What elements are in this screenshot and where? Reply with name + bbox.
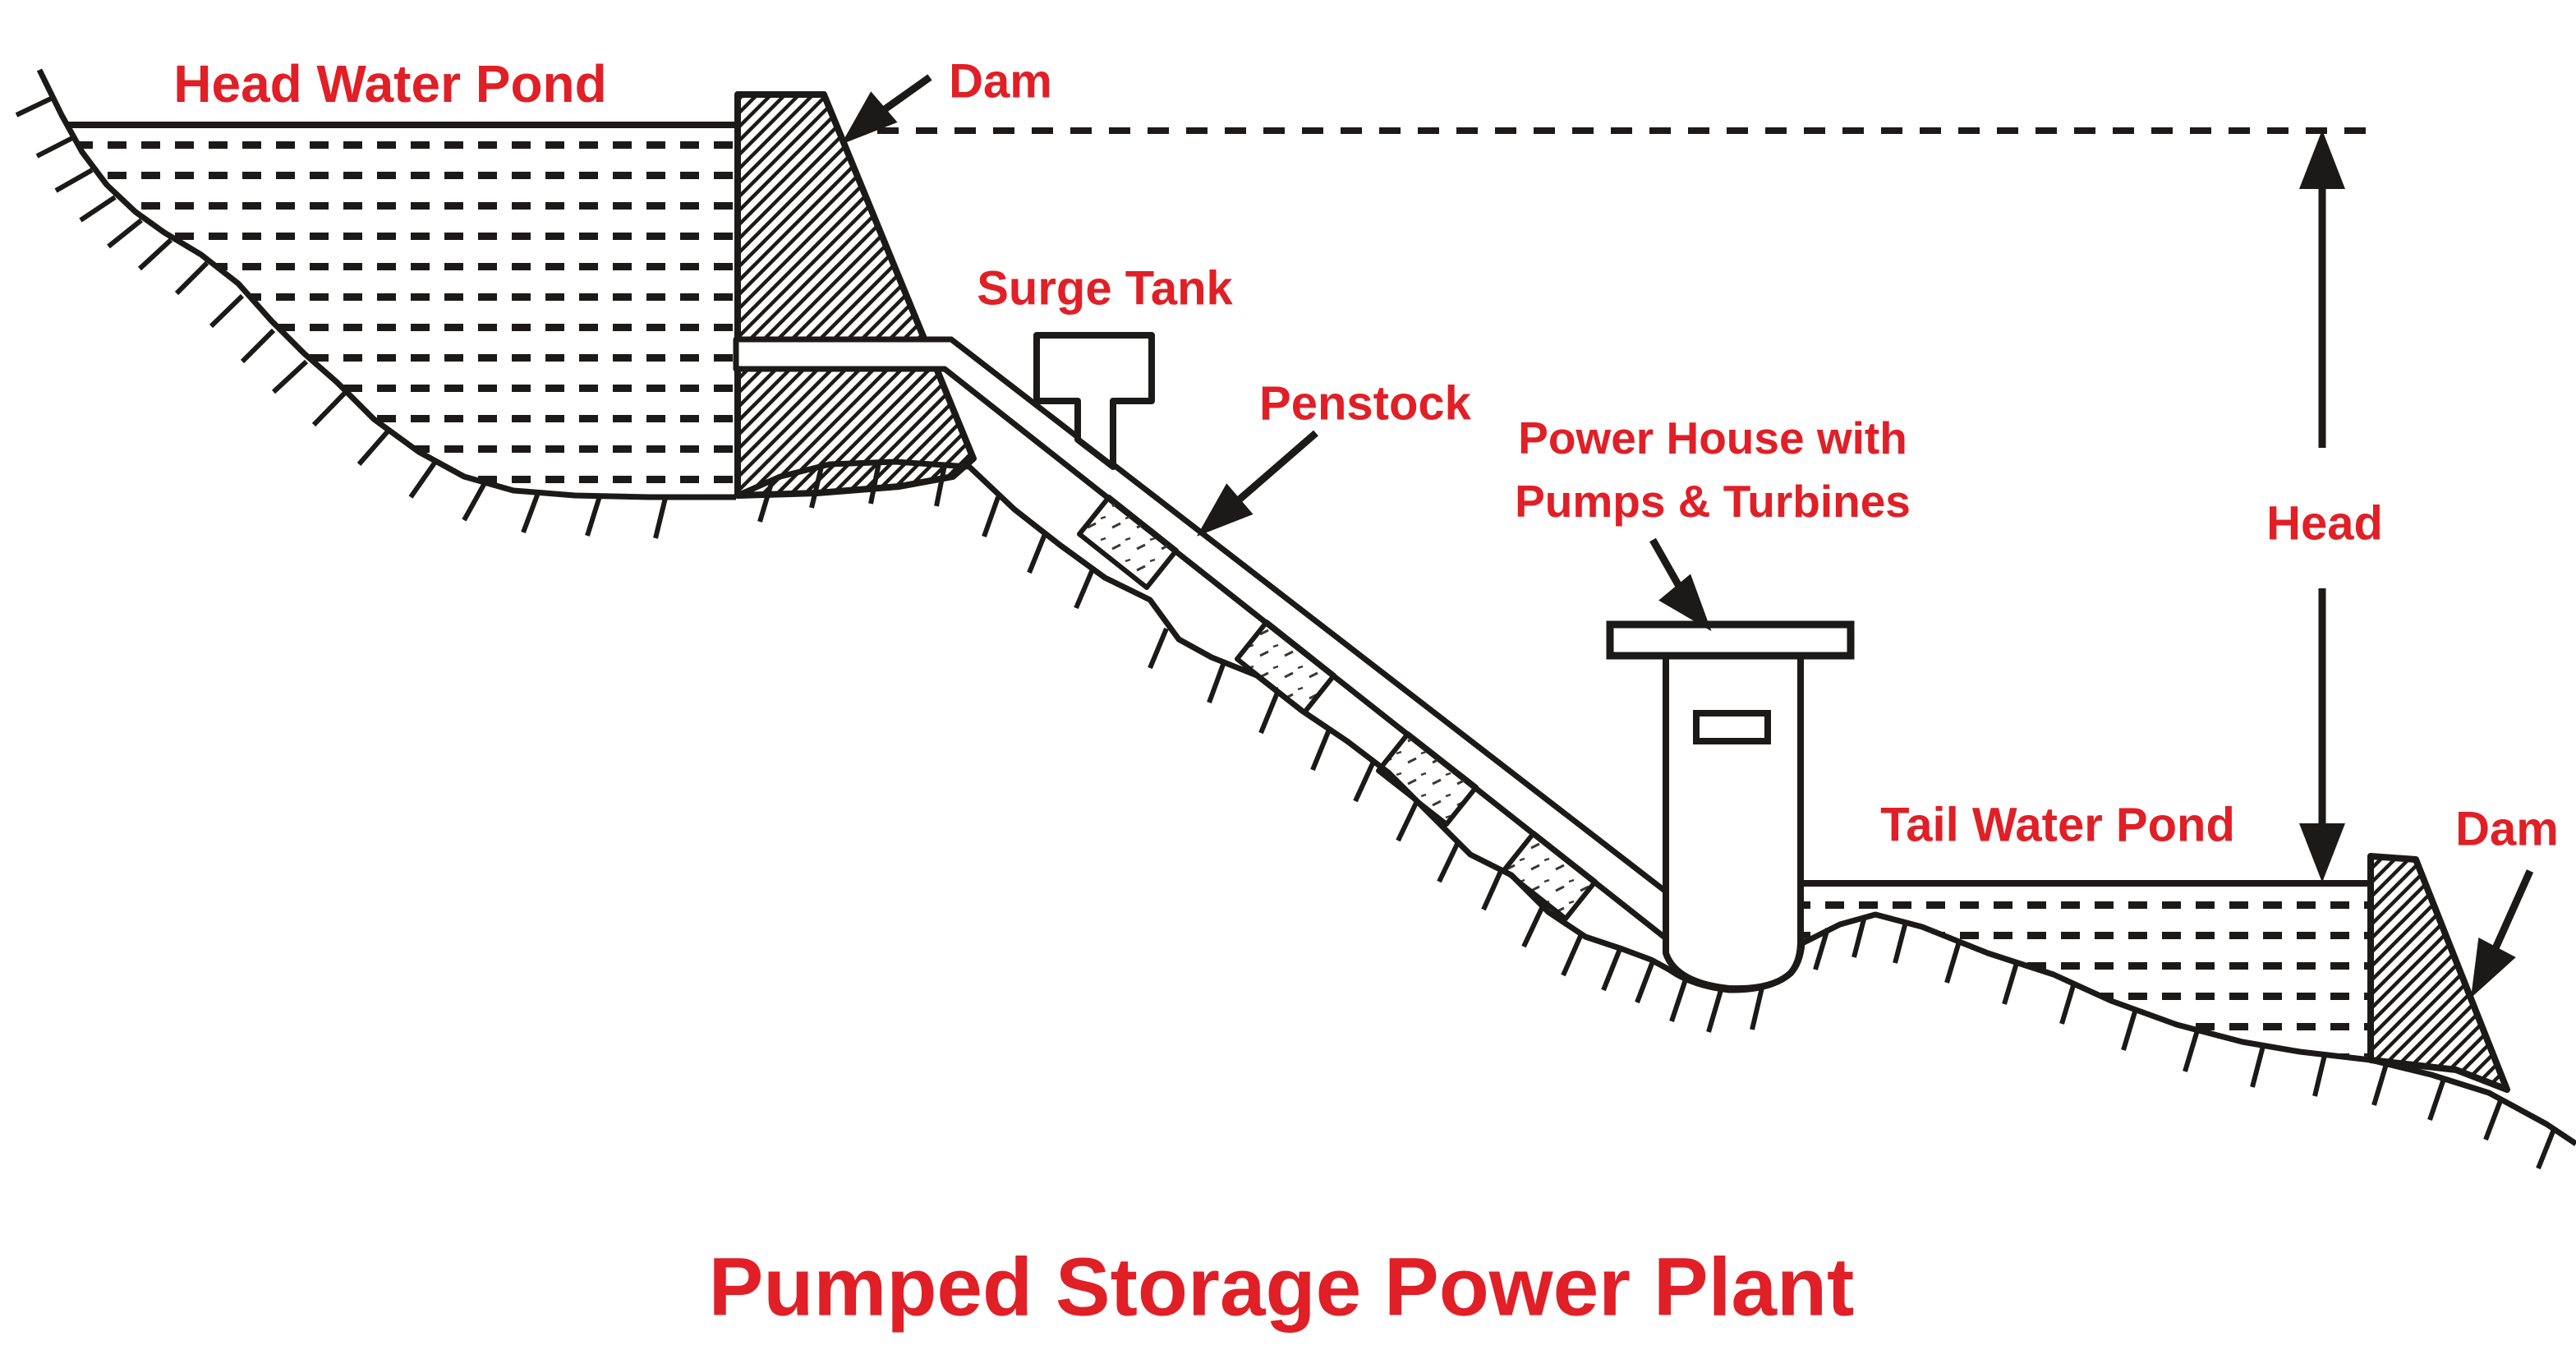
label-surge-tank: Surge Tank [977, 261, 1233, 316]
slope-hatch-ticks [757, 462, 1764, 1033]
label-head-water-pond: Head Water Pond [173, 54, 607, 114]
dam-right-body [2367, 853, 2510, 1093]
label-dam-right: Dam [2455, 802, 2559, 856]
anchor-block [1376, 731, 1479, 827]
power-house-window [1693, 710, 1771, 744]
head-arrowhead-up-icon [2299, 130, 2345, 189]
power-house-arrowhead-icon [1658, 574, 1712, 632]
surge-tank-shape [1033, 332, 1155, 470]
dam-right-arrowhead-icon [2471, 937, 2516, 998]
head-arrowhead-down-icon [2299, 823, 2345, 882]
power-house-roof-slab [1606, 620, 1855, 660]
label-pointer-arrows [840, 74, 2534, 998]
label-head: Head [2266, 496, 2383, 551]
tail-hatch-ticks [1813, 915, 2557, 1170]
power-house-body [1663, 652, 1804, 993]
label-tail-water-pond: Tail Water Pond [1880, 798, 2235, 852]
left-bank-hatch-ticks [15, 96, 668, 539]
head-measurement-arrow [2299, 130, 2345, 882]
dam-left-arrowhead-icon [840, 91, 898, 145]
left-bank-terrain [36, 68, 736, 500]
anchor-block [1502, 831, 1598, 921]
anchor-block [1077, 495, 1179, 590]
diagram-title: Pumped Storage Power Plant [708, 1241, 1855, 1334]
label-power-house-line1: Power House with [1518, 412, 1907, 463]
label-penstock: Penstock [1259, 376, 1471, 431]
head-pond-water [70, 130, 734, 495]
label-power-house: Power House with Pumps & Turbines [1483, 407, 1943, 533]
penstock-arrowhead-icon [1196, 483, 1254, 537]
label-dam-left: Dam [949, 54, 1052, 108]
penstock-anchor-blocks [1077, 495, 1598, 921]
dam-left-body [734, 91, 977, 499]
label-power-house-line2: Pumps & Turbines [1515, 476, 1911, 527]
tail-pond-water [1804, 886, 2367, 1057]
